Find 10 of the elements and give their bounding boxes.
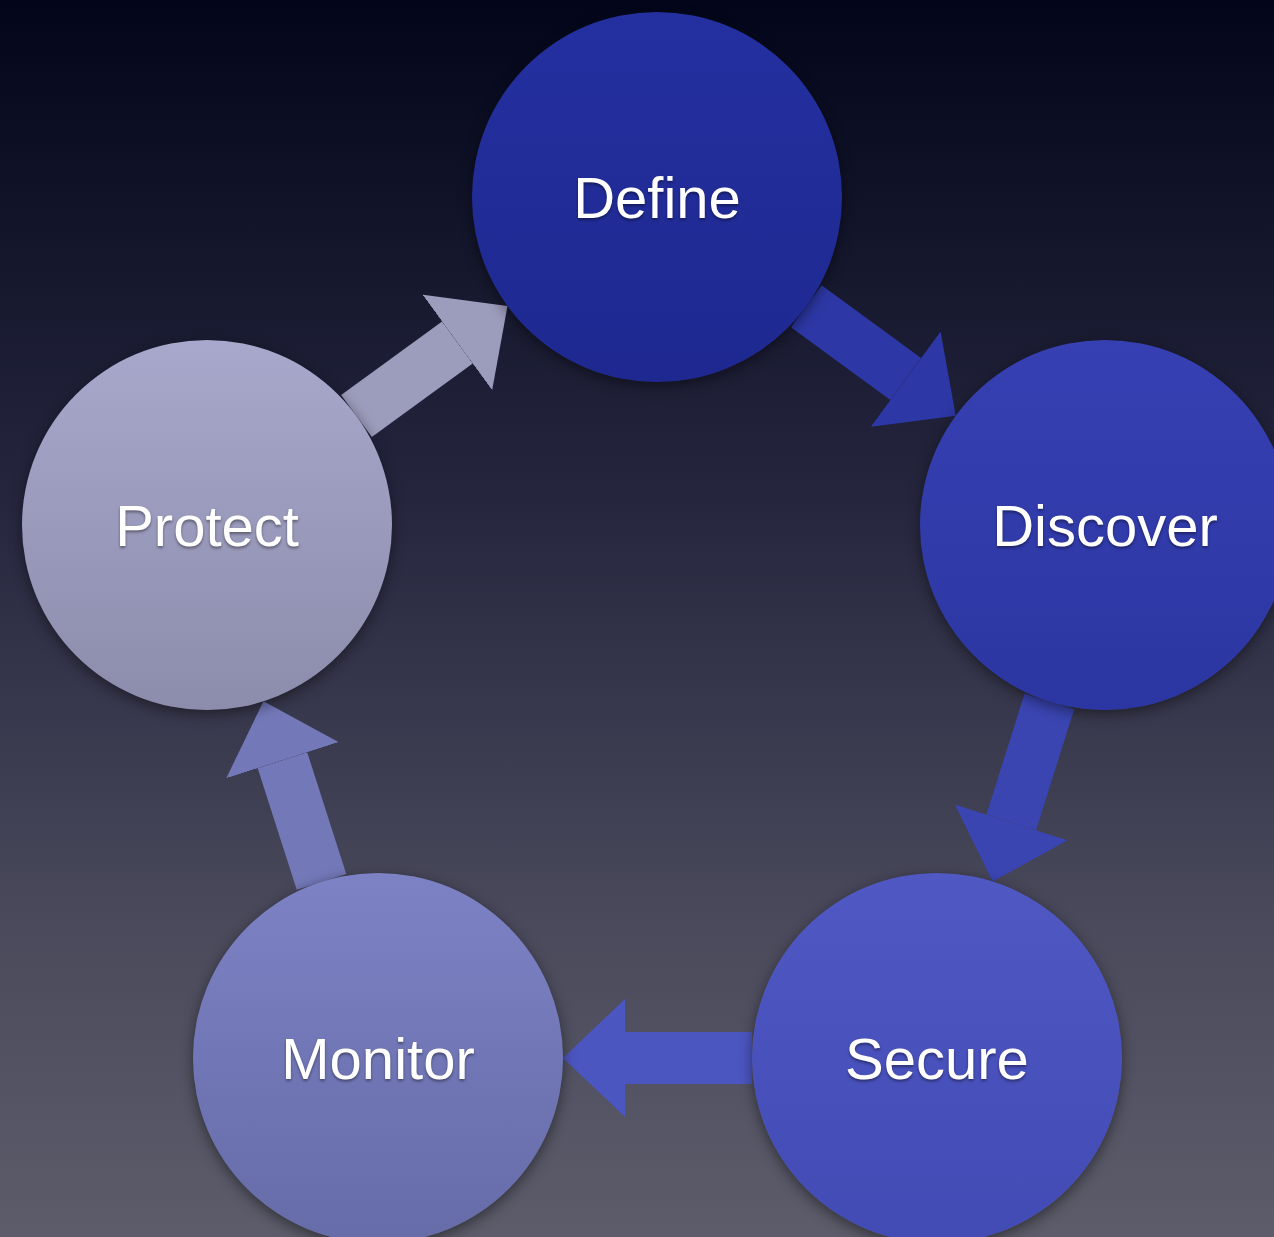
step-label: Discover xyxy=(992,491,1218,559)
block-arrow xyxy=(226,701,347,890)
block-arrow xyxy=(790,285,956,427)
step-label: Monitor xyxy=(281,1024,475,1092)
step-label: Protect xyxy=(115,491,299,559)
block-arrow xyxy=(563,999,752,1117)
block-arrow xyxy=(955,693,1075,882)
block-arrow xyxy=(341,294,508,438)
step-label: Secure xyxy=(845,1024,1029,1092)
step-label: Define xyxy=(573,163,741,231)
